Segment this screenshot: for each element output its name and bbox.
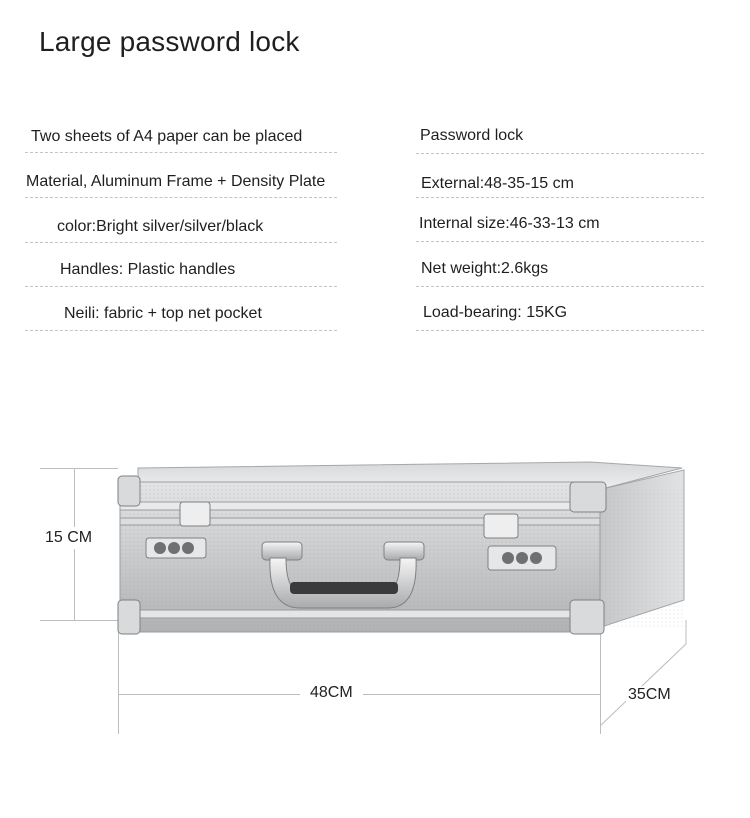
spec-internal-size: Internal size:46-33-13 cm: [419, 215, 600, 232]
divider: [416, 286, 704, 287]
dim-depth-label: 35CM: [626, 686, 673, 704]
page-title: Large password lock: [39, 26, 300, 57]
divider: [416, 153, 704, 154]
dim-height-label: 15 CM: [45, 527, 93, 549]
divider: [416, 197, 704, 198]
spec-net-weight: Net weight:2.6kgs: [421, 260, 549, 277]
spec-material: Material, Aluminum Frame + Density Plate: [26, 173, 326, 190]
spec-color: color:Bright silver/silver/black: [57, 218, 264, 235]
dim-depth-line: [600, 620, 687, 727]
dim-guide-right: [600, 630, 601, 734]
spec-a4-capacity: Two sheets of A4 paper can be placed: [31, 128, 303, 145]
divider: [25, 242, 337, 243]
spec-load-bearing: Load-bearing: 15KG: [423, 304, 568, 321]
spec-external-size: External:48-35-15 cm: [421, 175, 574, 192]
briefcase-image: [117, 461, 685, 635]
divider: [25, 330, 337, 331]
spec-lining: Neili: fabric + top net pocket: [64, 305, 262, 322]
spec-lock-type: Password lock: [420, 127, 524, 144]
dim-guide-bottom: [40, 620, 118, 621]
divider: [25, 152, 337, 153]
divider: [25, 197, 337, 198]
dim-width-label: 48CM: [300, 684, 363, 702]
dim-guide-top: [40, 468, 118, 469]
divider: [416, 241, 704, 242]
divider: [416, 330, 704, 331]
spec-handles: Handles: Plastic handles: [60, 261, 236, 278]
dim-guide-left: [118, 630, 119, 734]
divider: [25, 286, 337, 287]
